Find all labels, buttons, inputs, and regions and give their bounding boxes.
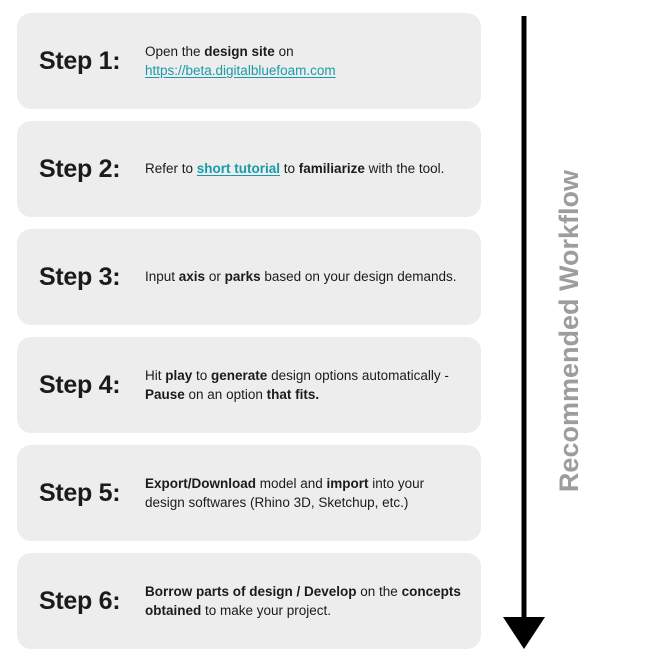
step-description: Refer to short tutorial to familiarize w… [143, 159, 467, 178]
down-arrow-icon [503, 16, 545, 649]
step-link[interactable]: https://beta.digitalbluefoam.com [145, 63, 336, 78]
step-text-run: on [274, 43, 294, 59]
step-text-run: model and [256, 475, 327, 491]
step-text-run: or [205, 269, 225, 285]
step-text-run: Hit [145, 367, 166, 383]
step-text-run: Refer to [145, 161, 197, 177]
step-text-run: on the [356, 583, 402, 599]
step-description: Export/Download model and import into yo… [143, 474, 467, 512]
step-emphasis: play [165, 367, 193, 383]
step-emphasis: familiarize [298, 161, 365, 177]
step-label: Step 1: [39, 46, 121, 75]
step-emphasis: Pause [145, 387, 185, 402]
step-text-run: on an option [184, 387, 267, 402]
workflow-arrow [495, 12, 555, 657]
step-text-run: based on your design demands. [260, 269, 457, 285]
step-text-run: Open the [145, 43, 205, 59]
step-card: Step 6: Borrow parts of design / Develop … [17, 553, 481, 649]
step-emphasis: concepts obtained [145, 583, 461, 618]
step-card: Step 1: Open the design site on https://b… [17, 13, 481, 109]
step-link[interactable]: short tutorial [196, 161, 281, 177]
step-emphasis: Export/Download [145, 475, 256, 491]
step-emphasis: that fits. [266, 387, 320, 402]
step-label: Step 3: [39, 262, 121, 291]
step-emphasis: generate [211, 367, 268, 383]
step-card: Step 4: Hit play to generate design optio… [17, 337, 481, 433]
workflow-caption: Recommended Workflow [545, 0, 593, 663]
step-text-run: to make your project. [201, 603, 332, 618]
step-description: Input axis or parks based on your design… [143, 267, 467, 286]
step-text-run: into your design softwares (Rhino 3D, Sk… [145, 475, 425, 510]
step-text-run: to [192, 367, 212, 383]
step-emphasis: import [326, 475, 369, 491]
step-description: Open the design site on https://beta.dig… [143, 42, 467, 80]
step-emphasis: design site [204, 43, 275, 59]
step-card: Step 3: Input axis or parks based on your… [17, 229, 481, 325]
step-label: Step 5: [39, 478, 121, 507]
step-emphasis: parks [224, 269, 261, 285]
step-label: Step 4: [39, 370, 121, 399]
step-description: Borrow parts of design / Develop on the … [143, 582, 467, 620]
step-card: Step 2: Refer to short tutorial to famili… [17, 121, 481, 217]
step-emphasis: axis [178, 269, 206, 285]
step-text-run: design options automatically - [267, 367, 449, 383]
step-card: Step 5: Export/Download model and import … [17, 445, 481, 541]
step-text-run: Input [145, 269, 179, 285]
step-description: Hit play to generate design options auto… [143, 366, 467, 404]
step-text-run: with the tool. [364, 161, 445, 177]
step-label: Step 6: [39, 586, 121, 615]
step-emphasis: Borrow parts of design / Develop [145, 583, 357, 599]
workflow-caption-text: Recommended Workflow [553, 170, 584, 493]
steps-list: Step 1: Open the design site on https://b… [17, 13, 481, 649]
step-label: Step 2: [39, 154, 121, 183]
step-text-run: to [280, 161, 299, 177]
